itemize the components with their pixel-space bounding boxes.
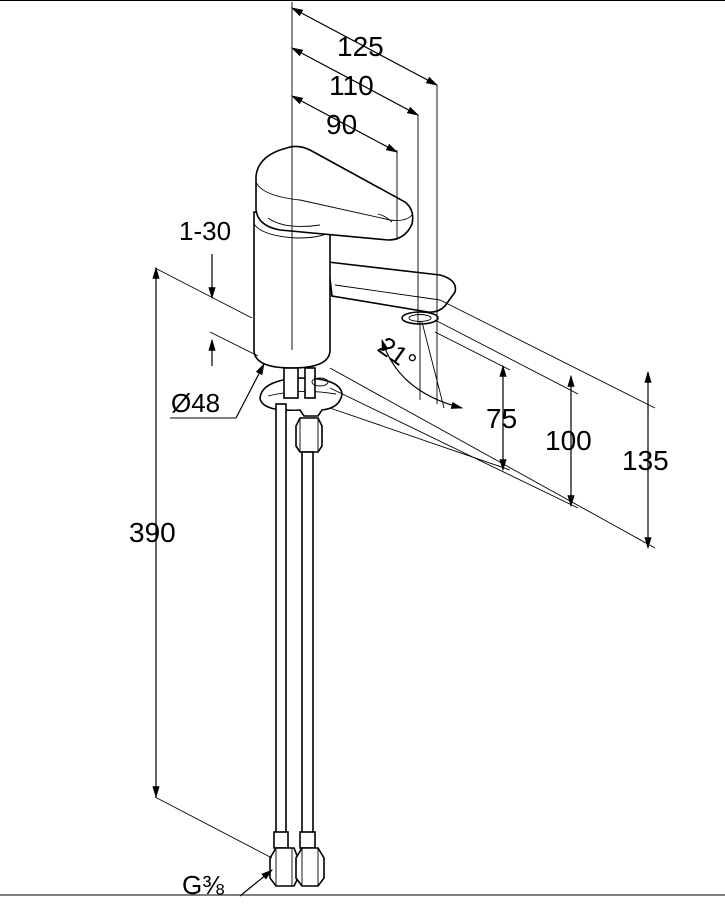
dim-arc-21: [381, 338, 464, 409]
base-washer: [259, 377, 343, 417]
faucet-body: [253, 145, 457, 887]
hose-right: [301, 451, 314, 845]
connection-nut-right: [295, 847, 325, 887]
hose-nut-top: [295, 417, 323, 453]
hose-left: [275, 403, 287, 845]
dimension-lines: [152, 2, 656, 897]
spout: [327, 261, 457, 313]
label-angle: 21°: [373, 330, 422, 377]
dim-leader-48: [235, 362, 265, 419]
mounting-stud: [283, 367, 299, 399]
dim-line-90: [290, 95, 399, 153]
label-135: 135: [622, 445, 669, 476]
label-90: 90: [326, 109, 357, 140]
dim-leader-thread: [239, 869, 273, 897]
label-110: 110: [329, 70, 374, 101]
label-flow-rate: 1-30: [179, 216, 231, 246]
connection-nut-left: [269, 847, 299, 887]
dimension-labels: 125 110 90 1-30 21° Ø48 75 100 135 390 G…: [129, 31, 669, 900]
label-100: 100: [545, 425, 592, 456]
label-thread: G⅜: [182, 870, 224, 900]
label-125: 125: [337, 31, 384, 62]
lever-handle: [255, 145, 414, 241]
label-75: 75: [486, 403, 517, 434]
label-diameter: Ø48: [171, 388, 220, 418]
label-390: 390: [129, 517, 176, 548]
